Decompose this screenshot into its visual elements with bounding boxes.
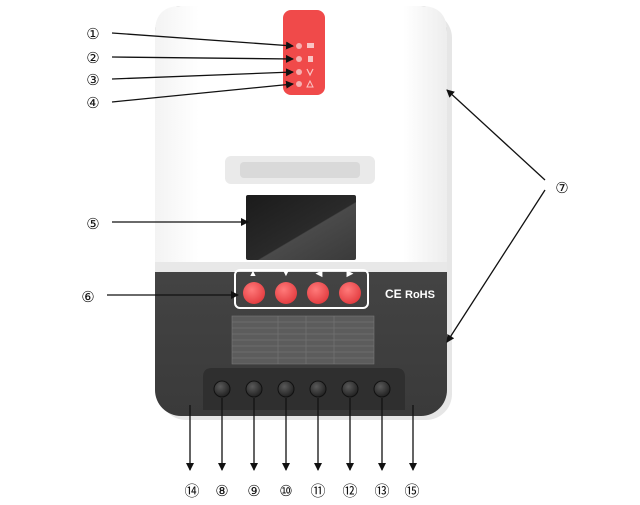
led-2 [296, 56, 302, 62]
rohs-mark: RoHS [405, 289, 435, 301]
terminal-screw-13 [373, 380, 391, 398]
device-top-cover [155, 6, 447, 270]
callout-10: ⑩ [279, 482, 292, 500]
callout-6: ⑥ [81, 288, 94, 306]
callout-9: ⑨ [247, 482, 260, 500]
arrow-3 [111, 68, 294, 80]
button-frame [234, 269, 369, 309]
cover-seam [155, 262, 447, 272]
left-button[interactable] [307, 282, 329, 304]
callout-8: ⑧ [215, 482, 228, 500]
up-arrow-icon: ▲ [249, 268, 258, 278]
up-button[interactable] [243, 282, 265, 304]
solar-led-icon [307, 43, 314, 48]
callout-11: ⑪ [310, 482, 325, 500]
terminal-screw-11 [309, 380, 327, 398]
down-arrow-icon: ▼ [282, 268, 291, 278]
callout-2: ② [86, 49, 99, 67]
terminal-screw-8 [213, 380, 231, 398]
load-led-icon [306, 68, 314, 77]
led-4 [296, 81, 302, 87]
terminal-screw-12 [341, 380, 359, 398]
callout-5: ⑤ [86, 215, 99, 233]
leader-arrows [107, 32, 546, 471]
terminal-screw-9 [245, 380, 263, 398]
lcd-screen [246, 195, 356, 260]
arrow-1 [111, 32, 294, 50]
arrow-2 [111, 54, 294, 63]
arrow-4 [111, 80, 294, 103]
battery-led-icon [308, 56, 313, 62]
led-1 [296, 43, 302, 49]
callout-14: ⑭ [184, 482, 199, 500]
arrow-7-bottom [446, 189, 546, 343]
arrow-7-top [446, 89, 546, 181]
led-indicator-panel [283, 10, 325, 95]
callout-7: ⑦ [555, 179, 568, 197]
right-button[interactable] [339, 282, 361, 304]
callout-labels: ① ② ③ ④ ⑤ ⑥ ⑦ ⑧ ⑨ ⑩ ⑪ ⑫ ⑬ ⑭ ⑮ [81, 25, 568, 500]
led-3 [296, 69, 302, 75]
callout-3: ③ [86, 71, 99, 89]
fault-led-icon [306, 79, 314, 88]
callout-15: ⑮ [404, 482, 419, 500]
charge-controller: ▲ ▼ ◀ ▶ CE RoHS [155, 6, 447, 416]
led-status-lights [296, 43, 314, 88]
callout-13: ⑬ [374, 482, 389, 500]
blurred-brand-text [240, 162, 360, 178]
callout-4: ④ [86, 94, 99, 112]
callout-1: ① [86, 25, 99, 43]
spec-label-plate [231, 315, 375, 365]
callout-12: ⑫ [342, 482, 357, 500]
ce-mark: CE [385, 287, 402, 301]
terminal-screw-10 [277, 380, 295, 398]
down-button[interactable] [275, 282, 297, 304]
right-arrow-icon: ▶ [347, 268, 354, 278]
left-arrow-icon: ◀ [316, 268, 323, 278]
